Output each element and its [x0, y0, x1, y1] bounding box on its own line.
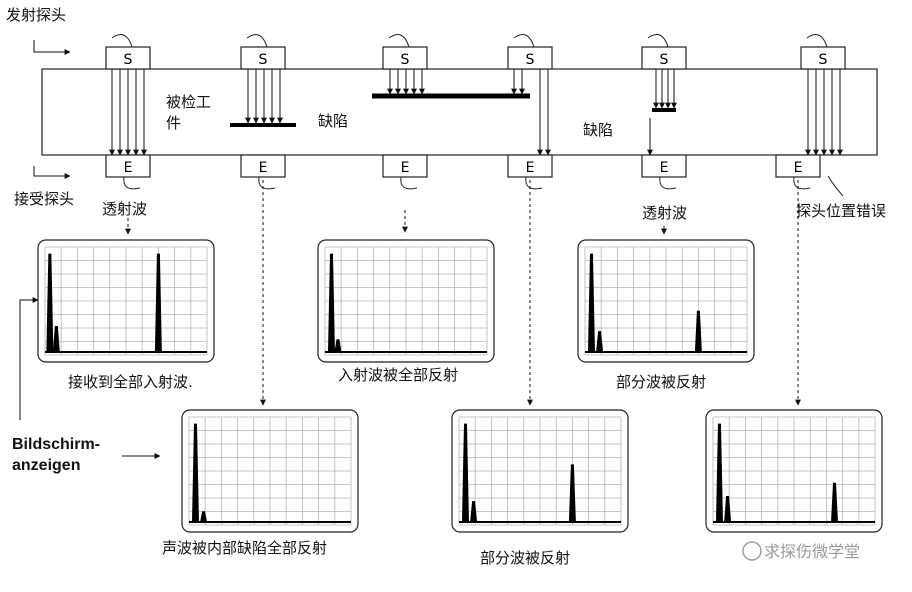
transmit-probe-letter-1: S [124, 52, 133, 68]
watermark-icon [742, 541, 762, 561]
receive-probe-6 [775, 154, 821, 178]
screen-3-peak-2 [596, 331, 604, 353]
screen-caption-3: 部分波被反射 [616, 373, 707, 391]
screen-5-peak-2 [470, 501, 478, 523]
transmit-probe-cable-4 [513, 34, 535, 48]
transmit-probe-letter-4: S [526, 52, 535, 68]
receive-probe-letter-3: E [401, 160, 410, 176]
screen-5-peak-1 [461, 423, 469, 523]
transmit-probe-5 [641, 46, 687, 70]
screen-grid-6 [712, 416, 876, 526]
screen-6-peak-3 [830, 482, 839, 523]
probe-misplaced-label: 探头位置错误 [796, 202, 887, 220]
receive-probe-letter-5: E [660, 160, 669, 176]
receive-probe-cable-4 [525, 176, 543, 190]
transmit-probe-4 [507, 46, 553, 70]
transmit-probe-cable-3 [388, 34, 410, 48]
test-piece-label-line1: 被检工 [166, 93, 212, 111]
transmitted-wave-label-1: 透射波 [102, 200, 148, 218]
receive-probe-2 [240, 154, 286, 178]
screen-display-arrow-1 [19, 297, 39, 420]
screen-caption-4: 声波被内部缺陷全部反射 [162, 539, 328, 557]
receive-probe-letter-6: E [794, 160, 803, 176]
screen-grid-4 [188, 416, 352, 526]
screen-4-peak-2 [199, 511, 208, 523]
receive-probe-arrow [33, 166, 71, 179]
transmit-probe-cable-6 [806, 34, 828, 48]
test-piece [41, 68, 878, 156]
transmit-probe-letter-3: S [401, 52, 410, 68]
screen-3-peak-3 [694, 310, 702, 353]
transmit-probe-letter-6: S [819, 52, 828, 68]
defect-label-1: 缺陷 [318, 112, 349, 130]
transmit-probe-6 [800, 46, 846, 70]
transmit-probe-2 [240, 46, 286, 70]
test-piece-label-line2: 件 [166, 114, 182, 132]
screen-4-peak-1 [191, 423, 199, 523]
transmit-probe-3 [382, 46, 428, 70]
receive-probe-letter-2: E [259, 160, 268, 176]
screen-1-peak-2 [52, 326, 60, 353]
screen-grid-1 [44, 246, 208, 356]
receive-probe-5 [641, 154, 687, 178]
transmitted-wave-label-2: 透射波 [642, 204, 688, 222]
screen-grid-2 [324, 246, 488, 356]
screen-caption-2: 入射波被全部反射 [338, 366, 459, 384]
receive-probe-cable-1 [123, 176, 141, 190]
transmit-probe-letter-2: S [259, 52, 268, 68]
transmit-probe-label: 发射探头 [6, 6, 67, 24]
screen-display-label-line2: anzeigen [12, 457, 81, 474]
probe-misplaced-pointer [827, 175, 844, 197]
transmit-probe-cable-2 [246, 34, 268, 48]
screen-6-peak-2 [724, 496, 732, 523]
receive-probe-letter-4: E [526, 160, 535, 176]
transmit-probe-letter-5: S [660, 52, 669, 68]
receive-probe-letter-1: E [124, 160, 133, 176]
screen-3-peak-1 [587, 253, 595, 353]
screen-1-peak-1 [46, 253, 54, 353]
screen-2-peak-2 [334, 339, 342, 353]
screen-2-peak-1 [327, 253, 335, 353]
screen-display-label-line1: Bildschirm- [12, 436, 101, 453]
screen-1-peak-3 [154, 253, 162, 353]
receive-probe-4 [507, 154, 553, 178]
receive-probe-cable-5 [659, 176, 677, 190]
transmit-probe-arrow [33, 40, 71, 55]
transmit-probe-cable-5 [647, 34, 669, 48]
receive-probe-cable-3 [400, 176, 418, 190]
screen-6-peak-1 [715, 423, 723, 523]
receive-probe-cable-2 [258, 176, 276, 190]
receive-probe-3 [382, 154, 428, 178]
receive-probe-cable-6 [793, 176, 811, 190]
screen-grid-3 [584, 246, 748, 356]
screen-grid-5 [458, 416, 622, 526]
defect-label-2: 缺陷 [583, 121, 614, 139]
screen-caption-1: 接收到全部入射波. [68, 373, 193, 391]
watermark-text: 求探伤微学堂 [764, 542, 861, 561]
screen-5-peak-3 [568, 464, 576, 523]
receive-probe-label: 接受探头 [14, 190, 75, 208]
screen-caption-5: 部分波被反射 [480, 549, 571, 567]
transmit-probe-cable-1 [111, 34, 133, 48]
